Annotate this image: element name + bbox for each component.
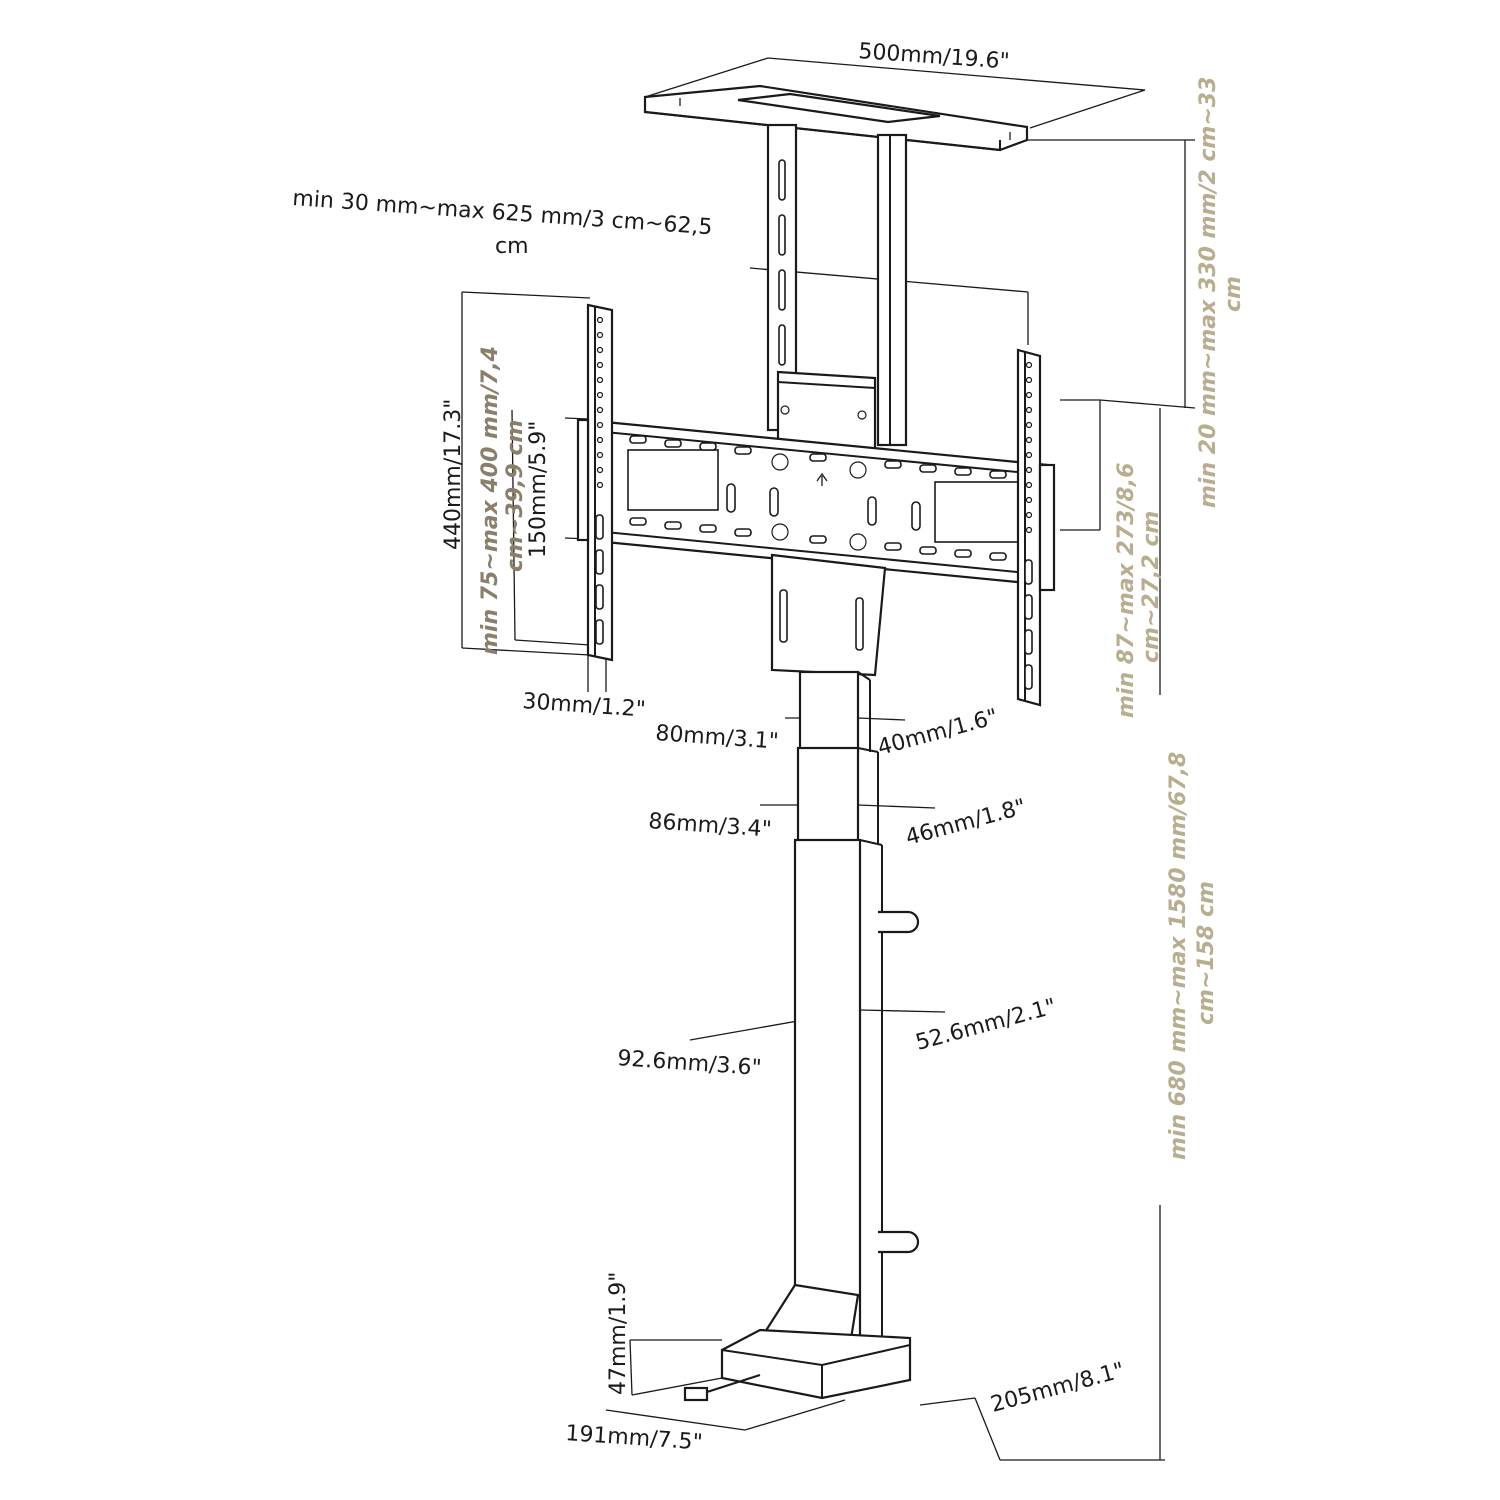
bracket-height-label: 440mm/17.3" — [441, 399, 466, 550]
mid-tube-depth-label: 86mm/3.4" — [648, 809, 773, 843]
rail-slots-top — [629, 435, 1007, 479]
ceiling-drop-label-line1: min 20 mm~max 330 mm/2 cm~33 — [1196, 77, 1221, 508]
lower-connector — [770, 553, 887, 677]
arm-reach-label-line1: min 30 mm~max 625 mm/3 cm~62,5 — [292, 186, 714, 240]
left-arm-holes — [595, 316, 604, 645]
tilt-range-label-line1: min 87~max 273/8,6 — [1114, 463, 1139, 718]
rail-spacing-label: 150mm/5.9" — [526, 421, 551, 558]
base-height-label: 47mm/1.9" — [606, 1272, 631, 1395]
ceiling-drop-label-line2: cm — [1221, 276, 1246, 312]
base — [683, 1283, 912, 1402]
mid-tube-width-label: 46mm/1.8" — [903, 795, 1029, 851]
upper-tube-width-label: 40mm/1.6" — [875, 705, 1001, 761]
base-depth-label: 191mm/7.5" — [565, 1421, 704, 1456]
ceiling-plate — [643, 84, 1029, 152]
tilt-range-label-line2: cm~27,2 cm — [1139, 511, 1164, 663]
vesa-range-label-line1: min 75~max 400 mm/7,4 — [478, 346, 503, 655]
arm-width-label: 30mm/1.2" — [522, 689, 647, 723]
up-arrow-icon — [816, 472, 828, 486]
top-plate-width-label: 500mm/19.6" — [858, 39, 1011, 74]
dimension-labels: 500mm/19.6" min 30 mm~max 625 mm/3 cm~62… — [292, 39, 1128, 1456]
wall-bracket-upper — [878, 910, 920, 934]
lower-tube-width-label: 52.6mm/2.1" — [913, 994, 1059, 1056]
right-arm-holes — [1024, 361, 1033, 690]
rail-slots-bottom — [629, 517, 1007, 561]
height-range-label-line2: cm~158 cm — [1194, 881, 1219, 1025]
arm-reach-label-line2: cm — [495, 234, 529, 259]
upper-tube-depth-label: 80mm/3.1" — [655, 721, 780, 755]
height-range-label-line1: min 680 mm~max 1580 mm/67,8 — [1166, 752, 1191, 1160]
base-width-label: 205mm/8.1" — [988, 1358, 1127, 1418]
lower-tube-depth-label: 92.6mm/3.6" — [617, 1046, 763, 1081]
left-vertical-arm — [576, 303, 614, 662]
right-vertical-arm — [1016, 348, 1056, 707]
center-adapter — [776, 370, 877, 452]
wall-bracket-lower — [878, 1230, 920, 1254]
bolts — [771, 453, 867, 551]
vesa-range-label-line2: cm~39,9 cm — [503, 420, 528, 572]
vesa-rail — [603, 420, 1050, 587]
range-labels: min 75~max 400 mm/7,4 cm~39,9 cm min 87~… — [478, 77, 1246, 1160]
